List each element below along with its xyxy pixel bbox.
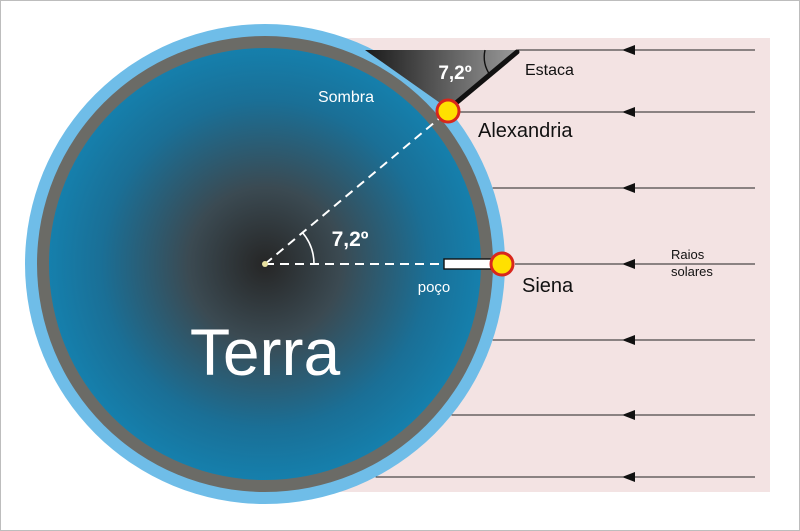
stick [447,49,520,111]
alexandria-marker [435,98,461,124]
earth-label: Terra [190,315,341,389]
sun-rays [375,45,755,482]
sun-ray-arrowhead [622,107,635,117]
rays-label-line1: Raios [671,247,705,262]
sun-ray-arrowhead [622,335,635,345]
well-label: poço [418,279,451,296]
sun-ray-arrowhead [622,183,635,193]
siena-marker [489,251,515,277]
alexandria-label: Alexandria [478,120,573,142]
angle-arc-center [301,231,315,265]
sun-ray-arrowhead [622,45,635,55]
sun-ray-arrowhead [622,472,635,482]
earth-center-dot [262,261,268,267]
rays-label-line2: solares [671,264,713,279]
angle-label-top: 7,2º [438,63,471,84]
radius-to-alexandria [264,111,448,265]
stick-label: Estaca [525,62,574,79]
siena-label: Siena [522,275,574,297]
stick-shadow [365,50,518,110]
well-shaft [443,258,495,270]
sun-ray-arrowhead [622,410,635,420]
angle-label-center: 7,2º [332,228,369,251]
sun-ray-arrowhead [622,259,635,269]
shadow-label: Sombra [318,89,374,106]
